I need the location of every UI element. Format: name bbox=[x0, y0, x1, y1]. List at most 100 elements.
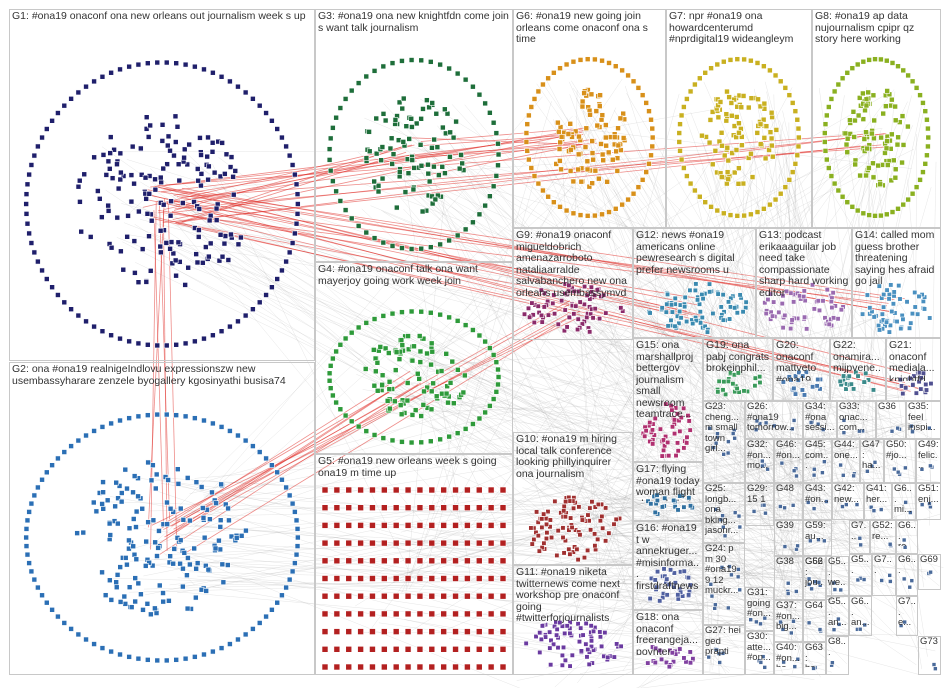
node-g2 bbox=[286, 492, 293, 499]
edge bbox=[156, 359, 683, 545]
node-g1 bbox=[117, 66, 123, 73]
node-g1 bbox=[159, 122, 166, 128]
node-g1 bbox=[196, 227, 202, 233]
edge bbox=[173, 301, 574, 530]
edge bbox=[458, 484, 860, 590]
node-g1 bbox=[198, 171, 205, 177]
node-g2 bbox=[135, 493, 141, 500]
node-g1 bbox=[235, 83, 241, 90]
node-g1 bbox=[95, 188, 101, 194]
node-g1 bbox=[144, 341, 151, 348]
edge bbox=[747, 190, 790, 464]
node-g4 bbox=[408, 439, 415, 446]
edge bbox=[738, 158, 745, 597]
edge bbox=[766, 91, 848, 535]
node-g1 bbox=[109, 175, 116, 181]
edge bbox=[750, 290, 919, 653]
node-g1 bbox=[76, 177, 83, 184]
node-g3 bbox=[420, 106, 426, 112]
node-g3 bbox=[363, 73, 370, 80]
node-g2 bbox=[269, 462, 275, 468]
node-g2 bbox=[177, 537, 184, 544]
node-g2 bbox=[49, 462, 55, 468]
node-g1 bbox=[198, 152, 204, 158]
edge bbox=[607, 618, 817, 624]
node-g1 bbox=[174, 123, 181, 130]
node-g2 bbox=[163, 411, 170, 418]
group-box-g69 bbox=[918, 554, 941, 590]
group-box-g20 bbox=[773, 338, 830, 401]
node-g3 bbox=[493, 173, 500, 179]
node-g1 bbox=[35, 258, 41, 265]
node-g2 bbox=[274, 469, 281, 476]
node-g2 bbox=[177, 560, 183, 567]
node-g2 bbox=[217, 524, 224, 530]
edge bbox=[630, 515, 878, 627]
edge bbox=[640, 664, 823, 688]
node-g2 bbox=[35, 484, 41, 491]
edge bbox=[534, 363, 919, 478]
node-g1 bbox=[250, 306, 256, 312]
node-g1 bbox=[108, 332, 114, 339]
edge bbox=[194, 417, 902, 479]
node-g2 bbox=[256, 620, 263, 626]
group-box-g8 bbox=[812, 9, 941, 228]
node-g1 bbox=[227, 323, 233, 330]
group-box-g29 bbox=[745, 483, 774, 526]
edge bbox=[600, 343, 804, 517]
node-g1 bbox=[39, 267, 45, 274]
node-g3 bbox=[373, 150, 380, 157]
node-g1 bbox=[135, 61, 142, 68]
node-g2 bbox=[99, 501, 105, 507]
node-g2 bbox=[210, 648, 216, 655]
edge bbox=[116, 237, 829, 520]
edge bbox=[733, 93, 869, 526]
edge bbox=[211, 396, 902, 502]
edge bbox=[148, 194, 906, 393]
node-g1 bbox=[207, 240, 214, 247]
node-g3 bbox=[458, 152, 464, 158]
edge bbox=[404, 619, 573, 658]
node-g4 bbox=[355, 423, 362, 430]
edge bbox=[143, 547, 873, 565]
node-g1 bbox=[279, 267, 285, 274]
edge bbox=[785, 154, 809, 657]
edge bbox=[602, 340, 861, 465]
node-g1 bbox=[195, 177, 201, 184]
node-g2 bbox=[118, 498, 125, 505]
edge bbox=[437, 191, 657, 653]
node-g2 bbox=[292, 509, 298, 515]
node-g1 bbox=[28, 162, 35, 168]
node-g2 bbox=[182, 413, 189, 420]
node-g1 bbox=[283, 258, 289, 265]
node-g1 bbox=[182, 61, 189, 68]
edge bbox=[399, 159, 630, 370]
edge bbox=[381, 210, 869, 533]
node-g2 bbox=[184, 605, 191, 612]
edge bbox=[175, 540, 358, 552]
node-g1 bbox=[129, 143, 136, 150]
node-g2 bbox=[233, 534, 240, 541]
node-g2 bbox=[212, 545, 219, 552]
node-g2 bbox=[153, 471, 160, 478]
node-g2 bbox=[152, 539, 158, 546]
group-box-g7b bbox=[849, 520, 870, 554]
edge bbox=[780, 134, 834, 628]
node-g1 bbox=[167, 147, 173, 154]
edge bbox=[143, 419, 927, 577]
group-box-g6d bbox=[896, 554, 918, 596]
node-g2 bbox=[175, 481, 182, 487]
group-box-g18 bbox=[633, 610, 703, 675]
edge bbox=[150, 168, 675, 649]
node-g1 bbox=[126, 338, 132, 345]
edge bbox=[123, 222, 834, 499]
node-g3 bbox=[403, 123, 410, 129]
node-g2 bbox=[180, 583, 186, 590]
edge bbox=[153, 210, 164, 524]
node-g1 bbox=[228, 154, 235, 160]
node-g1 bbox=[75, 183, 82, 190]
node-g2 bbox=[173, 412, 180, 418]
node-g4 bbox=[437, 436, 443, 443]
node-g1 bbox=[206, 217, 213, 224]
edge bbox=[425, 425, 924, 567]
